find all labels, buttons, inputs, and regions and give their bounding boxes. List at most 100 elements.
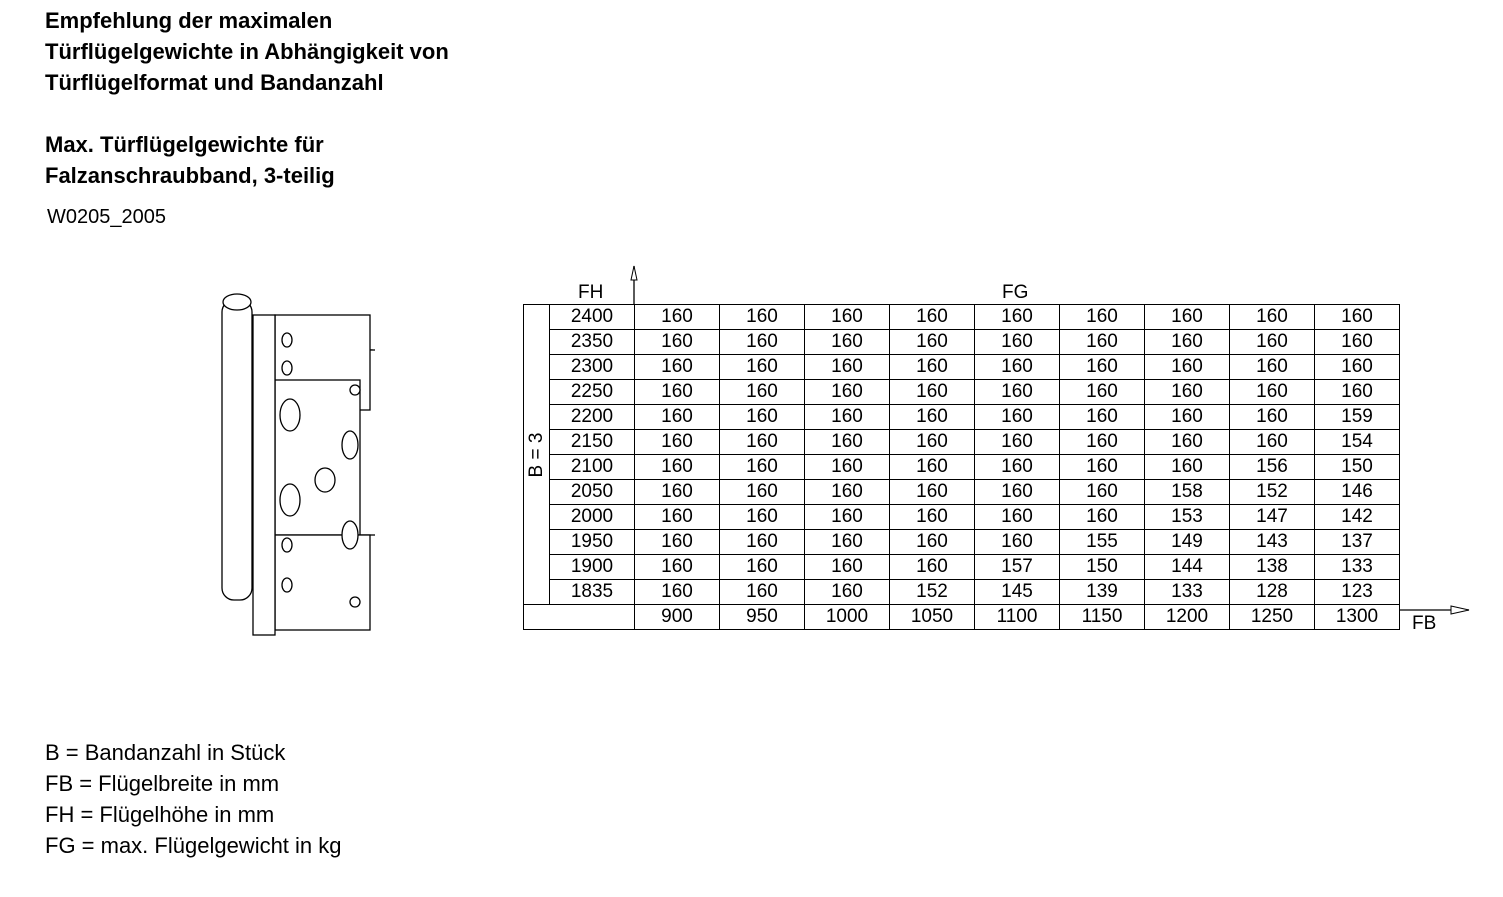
weight-cell: 160 xyxy=(634,304,720,330)
empty-cell xyxy=(523,604,635,630)
weight-cell: 160 xyxy=(719,479,805,505)
weight-cell: 160 xyxy=(974,504,1060,530)
fb-cell: 1200 xyxy=(1144,604,1230,630)
weight-cell: 160 xyxy=(634,354,720,380)
weight-cell: 153 xyxy=(1144,504,1230,530)
weight-cell: 149 xyxy=(1144,529,1230,555)
weight-cell: 160 xyxy=(1229,404,1315,430)
fb-cell: 1250 xyxy=(1229,604,1315,630)
weight-cell: 160 xyxy=(889,404,975,430)
weight-cell: 160 xyxy=(974,379,1060,405)
weight-cell: 160 xyxy=(889,329,975,355)
weight-cell: 160 xyxy=(889,429,975,455)
weight-cell: 160 xyxy=(719,454,805,480)
weight-cell: 160 xyxy=(719,429,805,455)
weight-cell: 160 xyxy=(804,529,890,555)
weight-cell: 160 xyxy=(1314,329,1400,355)
title-line: Türflügelgewichte in Abhängigkeit von xyxy=(45,39,449,64)
weight-cell: 160 xyxy=(889,529,975,555)
weight-cell: 160 xyxy=(1144,404,1230,430)
weight-cell: 160 xyxy=(1229,304,1315,330)
weight-cell: 160 xyxy=(889,554,975,580)
weight-cell: 160 xyxy=(1059,329,1145,355)
weight-cell: 155 xyxy=(1059,529,1145,555)
fh-cell: 2050 xyxy=(549,479,635,505)
weight-cell: 160 xyxy=(974,304,1060,330)
weight-cell: 160 xyxy=(634,529,720,555)
weight-cell: 160 xyxy=(1144,454,1230,480)
weight-cell: 142 xyxy=(1314,504,1400,530)
weight-cell: 160 xyxy=(974,404,1060,430)
weight-cell: 160 xyxy=(804,479,890,505)
weight-cell: 160 xyxy=(634,429,720,455)
weight-cell: 133 xyxy=(1314,554,1400,580)
weight-cell: 145 xyxy=(974,579,1060,605)
weight-cell: 160 xyxy=(719,404,805,430)
fh-cell: 2100 xyxy=(549,454,635,480)
fb-cell: 1000 xyxy=(804,604,890,630)
fh-cell: 2300 xyxy=(549,354,635,380)
fh-axis-arrow xyxy=(630,265,638,304)
weight-cell: 147 xyxy=(1229,504,1315,530)
weight-cell: 159 xyxy=(1314,404,1400,430)
weight-cell: 157 xyxy=(974,554,1060,580)
weight-cell: 160 xyxy=(1059,479,1145,505)
weight-cell: 152 xyxy=(889,579,975,605)
weight-cell: 160 xyxy=(1059,379,1145,405)
fh-cell: 2400 xyxy=(549,304,635,330)
weight-cell: 160 xyxy=(974,479,1060,505)
weight-cell: 160 xyxy=(804,354,890,380)
legend-item: FG = max. Flügelgewicht in kg xyxy=(45,833,342,858)
fh-cell: 2350 xyxy=(549,329,635,355)
weight-cell: 160 xyxy=(1059,454,1145,480)
weight-cell: 160 xyxy=(719,504,805,530)
fh-cell: 2200 xyxy=(549,404,635,430)
weight-cell: 158 xyxy=(1144,479,1230,505)
weight-cell: 160 xyxy=(634,404,720,430)
weight-cell: 160 xyxy=(1059,304,1145,330)
weight-cell: 160 xyxy=(1229,379,1315,405)
weight-cell: 160 xyxy=(974,529,1060,555)
weight-cell: 160 xyxy=(719,304,805,330)
weight-cell: 160 xyxy=(889,479,975,505)
weight-cell: 160 xyxy=(1144,379,1230,405)
weight-cell: 160 xyxy=(804,404,890,430)
fh-cell: 1835 xyxy=(549,579,635,605)
weight-cell: 150 xyxy=(1314,454,1400,480)
weight-cell: 160 xyxy=(974,329,1060,355)
weight-cell: 160 xyxy=(634,454,720,480)
hinge-illustration xyxy=(221,293,375,636)
weight-cell: 160 xyxy=(719,554,805,580)
fb-label: FB xyxy=(1412,613,1437,634)
weight-cell: 160 xyxy=(634,579,720,605)
legend-item: B = Bandanzahl in Stück xyxy=(45,740,286,765)
weight-cell: 152 xyxy=(1229,479,1315,505)
weight-cell: 160 xyxy=(719,379,805,405)
title-line: Türflügelformat und Bandanzahl xyxy=(45,70,384,95)
weight-cell: 160 xyxy=(634,329,720,355)
weight-cell: 160 xyxy=(1144,304,1230,330)
weight-cell: 160 xyxy=(974,354,1060,380)
weight-cell: 150 xyxy=(1059,554,1145,580)
weight-cell: 160 xyxy=(634,504,720,530)
weight-cell: 160 xyxy=(719,329,805,355)
legend-item: FH = Flügelhöhe in mm xyxy=(45,802,275,827)
weight-cell: 160 xyxy=(1229,429,1315,455)
weight-cell: 143 xyxy=(1229,529,1315,555)
fh-cell: 2150 xyxy=(549,429,635,455)
weight-cell: 160 xyxy=(889,504,975,530)
weight-cell: 160 xyxy=(1144,354,1230,380)
weight-cell: 160 xyxy=(1144,329,1230,355)
band-count-cell: B = 3 xyxy=(523,304,550,605)
weight-cell: 137 xyxy=(1314,529,1400,555)
weight-cell: 128 xyxy=(1229,579,1315,605)
weight-cell: 160 xyxy=(889,304,975,330)
band-count-label: B = 3 xyxy=(525,432,547,477)
